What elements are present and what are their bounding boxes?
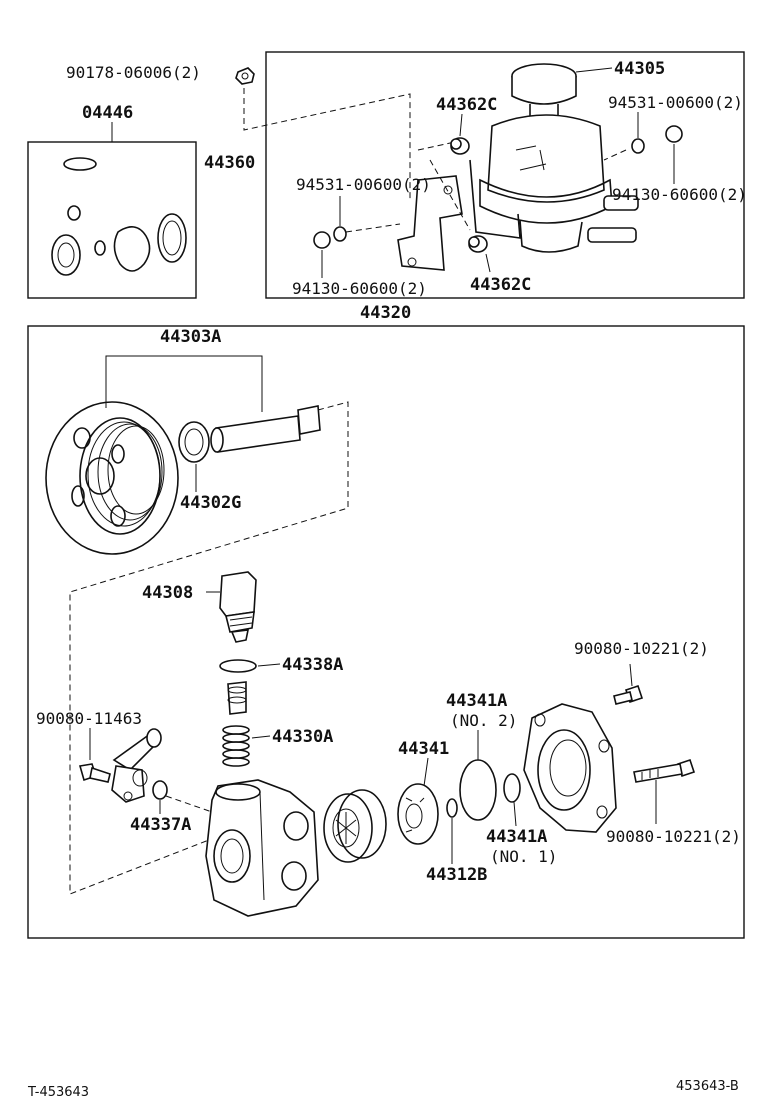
nut-90178	[235, 67, 255, 85]
label-90178: 90178-06006(2)	[66, 63, 201, 82]
label-94130-right: 94130-60600(2)	[612, 185, 747, 204]
label-90080-10221-upper: 90080-10221(2)	[574, 639, 709, 658]
label-94531-left: 94531-00600(2)	[296, 175, 431, 194]
washer-94531-left	[333, 226, 347, 242]
bolt-90080-10221-upper	[613, 684, 644, 705]
footer-left-code: T-453643	[27, 1085, 89, 1100]
label-44362c-upper: 44362C	[436, 95, 497, 115]
gasket-44337a	[152, 780, 168, 800]
bolt-90080-10221-lower	[633, 758, 696, 783]
label-44302g: 44302G	[180, 493, 241, 513]
union-fitting	[111, 728, 162, 803]
label-44312b: 44312B	[426, 865, 487, 885]
washer-94531-right	[631, 138, 645, 154]
o-ring-44341a-no1	[503, 773, 521, 803]
label-44303a: 44303A	[160, 327, 221, 347]
reservoir-bracket	[397, 175, 463, 271]
label-no2: (NO. 2)	[450, 711, 517, 730]
label-44320: 44320	[360, 303, 411, 323]
nut-94130-left	[313, 231, 331, 249]
label-44337a: 44337A	[130, 815, 191, 835]
o-ring-44341a-no2	[459, 759, 497, 821]
label-44341a-no1: 44341A	[486, 827, 547, 847]
label-04446: 04446	[82, 103, 133, 123]
rear-cover	[523, 703, 617, 833]
oil-seal-44302g	[178, 421, 210, 463]
label-94531-right: 94531-00600(2)	[608, 93, 743, 112]
spring-44330a	[222, 725, 250, 767]
label-90080-10221-lower: 90080-10221(2)	[606, 827, 741, 846]
label-94130-left: 94130-60600(2)	[292, 279, 427, 298]
pulley	[45, 401, 179, 555]
label-44338a: 44338A	[282, 655, 343, 675]
label-44305: 44305	[614, 59, 665, 79]
union-bolt	[78, 763, 111, 783]
pump-body	[205, 779, 319, 917]
snap-ring-44312b	[446, 798, 458, 818]
valve-piston	[227, 681, 247, 715]
gasket-kit-parts	[51, 157, 187, 276]
gasket-kit-box	[27, 141, 197, 299]
label-90080-11463: 90080-11463	[36, 709, 142, 728]
flow-control-valve	[219, 571, 257, 643]
side-plate-44341	[397, 783, 439, 845]
collar-44362c-upper	[450, 137, 470, 155]
label-44341a-no2: 44341A	[446, 691, 507, 711]
label-no1: (NO. 1)	[490, 847, 557, 866]
cam-ring-rotor	[323, 789, 387, 863]
shaft	[210, 405, 321, 453]
footer-right-code: 453643-B	[676, 1079, 739, 1094]
collar-44362c-lower	[468, 235, 488, 253]
reservoir-assembly-box	[265, 51, 745, 299]
reservoir-tank	[469, 63, 639, 253]
o-ring-44338a	[219, 659, 257, 673]
label-44308: 44308	[142, 583, 193, 603]
pump-assembly-box	[27, 325, 745, 939]
label-44362c-lower: 44362C	[470, 275, 531, 295]
label-44330a: 44330A	[272, 727, 333, 747]
nut-94130-right	[665, 125, 683, 143]
label-44360: 44360	[204, 153, 255, 173]
label-44341: 44341	[398, 739, 449, 759]
